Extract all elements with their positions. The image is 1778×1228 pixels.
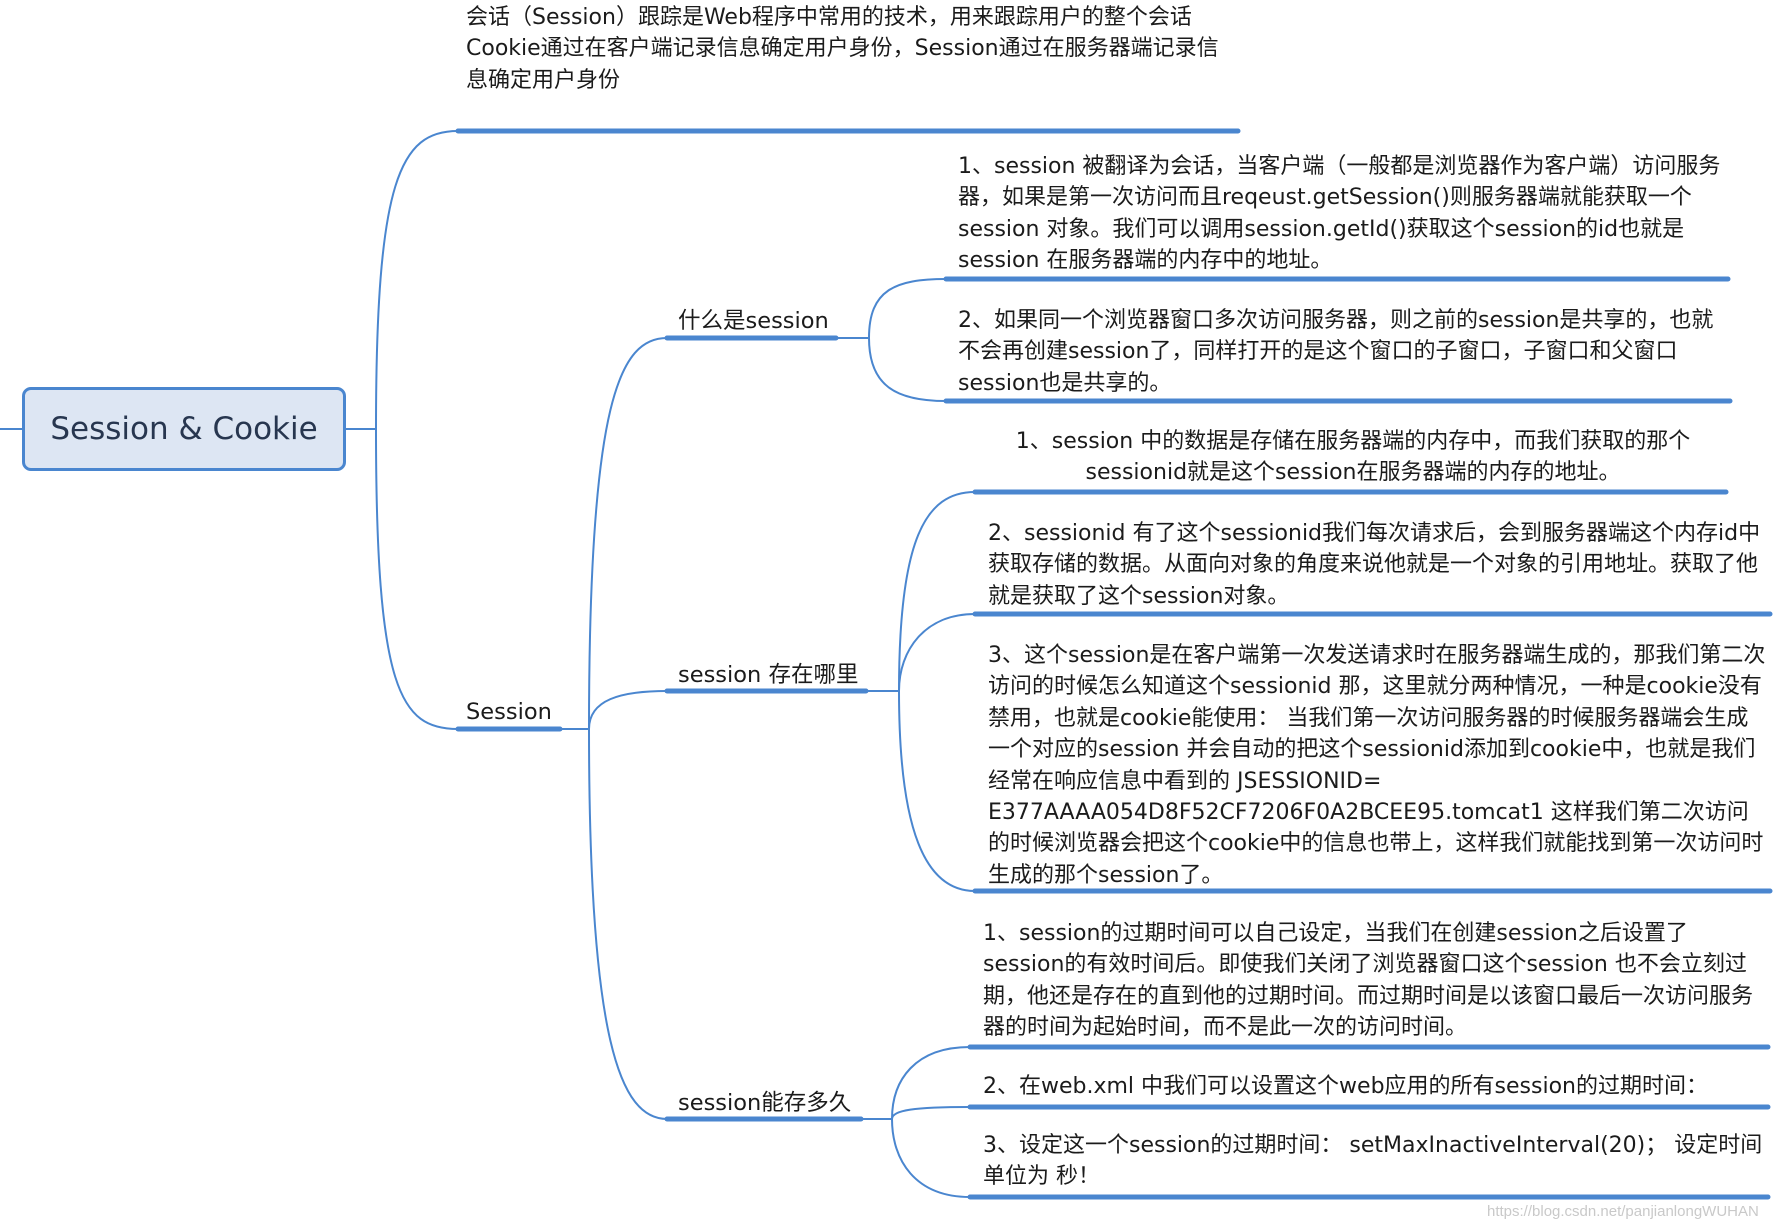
connector-session-what [588, 337, 668, 730]
what-item-1[interactable]: 1、session 被翻译为会话，当客户端（一般都是浏览器作为客户端）访问服务器… [958, 154, 1721, 274]
intro-line-2: Cookie通过在客户端记录信息确定用户身份，Session通过在服务器端记录信… [466, 36, 1219, 93]
watermark-text: https://blog.csdn.net/panjianlongWUHAN [1487, 1203, 1759, 1220]
connector-what-1 [868, 278, 947, 339]
connector-where-2 [898, 613, 976, 692]
central-topic-label: Session & Cookie [50, 411, 318, 447]
connector-session-where [588, 690, 668, 730]
central-topic[interactable]: Session & Cookie [22, 387, 346, 471]
connector-what-2 [868, 337, 947, 402]
topic-session-lifetime[interactable]: session能存多久 [678, 1090, 852, 1116]
connector-root-intro [375, 130, 459, 430]
duration-item-2[interactable]: 2、在web.xml 中我们可以设置这个web应用的所有session的过期时间… [983, 1074, 1708, 1099]
topic-session-storage[interactable]: session 存在哪里 [678, 662, 859, 688]
where-item-1[interactable]: 1、session 中的数据是存储在服务器端的内存中，而我们获取的那个sessi… [1015, 429, 1691, 486]
intro-line-1: 会话（Session）跟踪是Web程序中常用的技术，用来跟踪用户的整个会话 [466, 5, 1192, 30]
intro-topic[interactable]: 会话（Session）跟踪是Web程序中常用的技术，用来跟踪用户的整个会话 Co… [466, 2, 1236, 96]
duration-item-1[interactable]: 1、session的过期时间可以自己设定，当我们在创建session之后设置了s… [983, 921, 1754, 1041]
what-item-2[interactable]: 2、如果同一个浏览器窗口多次访问服务器，则之前的session是共享的，也就不会… [958, 308, 1714, 396]
connector-duration-2 [891, 1106, 971, 1120]
connector-duration-1 [891, 1046, 971, 1120]
topic-what-is-session[interactable]: 什么是session [678, 308, 829, 334]
connector-duration-3 [891, 1118, 971, 1198]
duration-item-3[interactable]: 3、设定这一个session的过期时间： setMaxInactiveInter… [983, 1133, 1763, 1190]
where-item-2[interactable]: 2、sessionid 有了这个sessionid我们每次请求后，会到服务器端这… [988, 521, 1761, 609]
connector-where-1 [898, 491, 976, 692]
connector-session-duration [588, 728, 668, 1120]
session-topic[interactable]: Session [466, 699, 552, 725]
connector-where-3 [898, 690, 976, 892]
where-item-3[interactable]: 3、这个session是在客户端第一次发送请求时在服务器端生成的，那我们第二次访… [988, 643, 1766, 888]
connector-root-session [375, 428, 459, 730]
